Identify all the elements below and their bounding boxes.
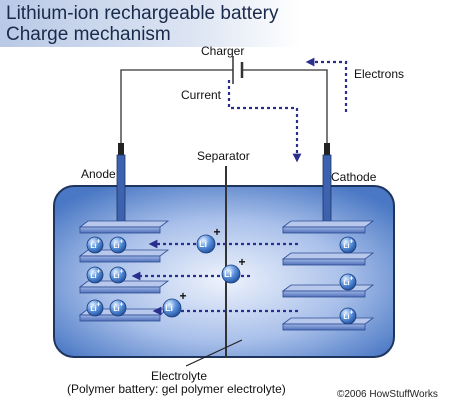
li-ion-moving: Li + xyxy=(162,289,187,318)
svg-text:Li: Li xyxy=(224,269,232,279)
electrolyte-note: (Polymer battery: gel polymer electrolyt… xyxy=(67,382,286,396)
anode-terminal xyxy=(116,154,126,228)
cathode-label: Cathode xyxy=(331,170,377,184)
cathode-plate-4 xyxy=(281,317,375,331)
cathode-plate-3 xyxy=(281,284,375,298)
anode-plate-2 xyxy=(78,249,170,263)
cathode-plate-2 xyxy=(281,252,375,266)
svg-text:Li: Li xyxy=(90,273,96,280)
svg-text:+: + xyxy=(213,225,220,239)
li-ion: Li+ xyxy=(86,299,104,317)
svg-text:Li: Li xyxy=(113,273,119,280)
electrolyte-pointer xyxy=(185,339,243,367)
anode-plate-3 xyxy=(78,280,170,294)
li-ion: Li+ xyxy=(86,236,104,254)
svg-text:+: + xyxy=(96,269,100,276)
title-line-1: Lithium-ion rechargeable battery xyxy=(6,3,279,24)
li-ion: Li+ xyxy=(339,273,357,291)
wire-right xyxy=(242,69,328,150)
li-ion-moving: Li + xyxy=(196,225,221,254)
li-ion-moving: Li + xyxy=(221,255,246,284)
current-label: Current xyxy=(181,88,222,102)
title-line-2: Charge mechanism xyxy=(6,24,171,45)
anode-plate-1 xyxy=(78,220,170,234)
li-ion: Li+ xyxy=(339,236,357,254)
svg-text:+: + xyxy=(179,289,186,303)
current-arrow xyxy=(227,80,302,163)
svg-text:Li: Li xyxy=(90,306,96,313)
svg-text:Li: Li xyxy=(199,239,207,249)
title-banner: Lithium-ion rechargeable battery Charge … xyxy=(0,0,300,47)
anode-terminal-tip xyxy=(118,143,124,155)
anode-label: Anode xyxy=(81,167,116,181)
svg-text:+: + xyxy=(119,302,123,309)
electrolyte-label: Electrolyte xyxy=(151,369,208,383)
svg-text:+: + xyxy=(349,310,353,317)
svg-text:Li: Li xyxy=(343,280,349,287)
charger-label: Charger xyxy=(201,44,245,58)
separator-label: Separator xyxy=(197,149,250,163)
li-ion: Li+ xyxy=(109,236,127,254)
li-ion: Li+ xyxy=(86,266,104,284)
cathode-terminal-tip xyxy=(324,143,330,155)
svg-text:Li: Li xyxy=(90,243,96,250)
svg-text:+: + xyxy=(349,239,353,246)
li-ion: Li+ xyxy=(339,307,357,325)
cathode-terminal xyxy=(322,154,332,228)
li-ion: Li+ xyxy=(109,299,127,317)
cathode-plate-1 xyxy=(281,220,375,234)
svg-text:+: + xyxy=(349,276,353,283)
svg-text:+: + xyxy=(238,255,245,269)
svg-text:Li: Li xyxy=(113,243,119,250)
electrons-label: Electrons xyxy=(354,67,405,81)
svg-text:+: + xyxy=(119,269,123,276)
electrons-arrow xyxy=(305,57,348,112)
svg-text:+: + xyxy=(119,239,123,246)
copyright-credit: ©2006 HowStuffWorks xyxy=(337,389,438,400)
svg-text:Li: Li xyxy=(165,303,173,313)
svg-text:+: + xyxy=(96,239,100,246)
li-ion: Li+ xyxy=(109,266,127,284)
svg-text:Li: Li xyxy=(113,306,119,313)
svg-text:+: + xyxy=(96,302,100,309)
wire-left xyxy=(120,69,233,150)
svg-text:Li: Li xyxy=(343,314,349,321)
svg-text:Li: Li xyxy=(343,243,349,250)
